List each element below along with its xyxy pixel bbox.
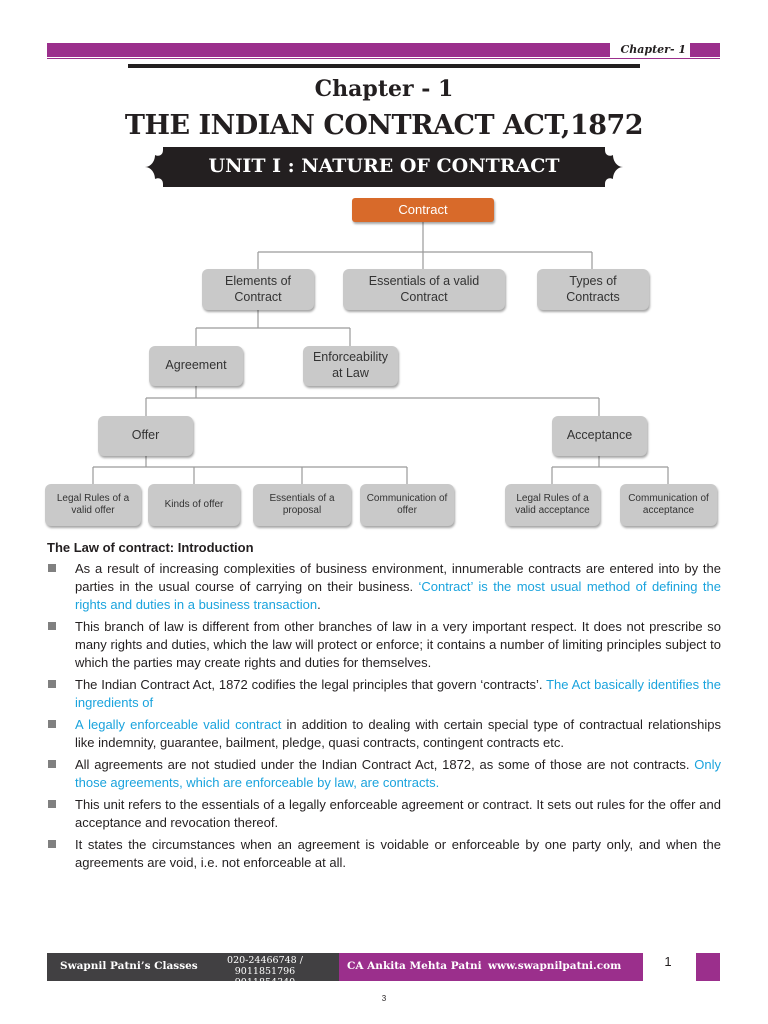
footer-phone: 020-24466748 / 9011851796 9011854340: [196, 955, 334, 988]
paragraph-text: This branch of law is different from oth…: [75, 619, 721, 670]
paragraph-text: All agreements are not studied under the…: [75, 757, 695, 772]
footer-bar: [47, 953, 339, 981]
highlighted-text: The Act basically identifies the ingredi…: [75, 677, 721, 710]
paragraph-text: This unit refers to the essentials of a …: [75, 797, 721, 830]
node-offer: Offer: [98, 416, 193, 456]
square-bullet-icon: [48, 800, 56, 808]
highlighted-text: A legally enforceable valid contract: [75, 717, 282, 732]
body-paragraph: The Indian Contract Act, 1872 codifies t…: [47, 676, 721, 712]
highlighted-text: Only those agreements, which are enforce…: [75, 757, 721, 790]
body-paragraph: A legally enforceable valid contract in …: [47, 716, 721, 752]
header-line: [47, 58, 720, 59]
sheet-number: 3: [381, 994, 387, 1003]
node-legal-rules-valid-offer: Legal Rules of a valid offer: [45, 484, 141, 526]
footer-brand: Swapnil Patni’s Classes: [60, 960, 198, 972]
footer-website: www.swapnilpatni.com: [488, 960, 622, 972]
node-legal-rules-valid-acceptance: Legal Rules of a valid acceptance: [505, 484, 600, 526]
square-bullet-icon: [48, 760, 56, 768]
paragraph-text: .: [317, 597, 321, 612]
title-rule: [128, 64, 640, 68]
footer-phone-line1: 020-24466748 / 9011851796: [227, 955, 303, 977]
node-agreement: Agreement: [149, 346, 243, 386]
node-kinds-of-offer: Kinds of offer: [148, 484, 240, 526]
contract-tree-chart: Contract Elements of Contract Essentials…: [45, 198, 717, 526]
footer-accent-bar: [339, 953, 643, 981]
footer-phone-line2: 9011854340: [234, 977, 296, 988]
paragraph-text: The Indian Contract Act, 1872 codifies t…: [75, 677, 547, 692]
header-square: [690, 43, 720, 57]
node-elements-of-contract: Elements of Contract: [202, 269, 314, 310]
body-paragraph: As a result of increasing complexities o…: [47, 560, 721, 614]
body-paragraphs: As a result of increasing complexities o…: [47, 560, 721, 876]
footer-square: [696, 953, 720, 981]
section-heading: The Law of contract: Introduction: [47, 540, 254, 555]
chapter-tag: Chapter- 1: [620, 43, 687, 56]
chapter-title: Chapter - 1: [314, 76, 454, 102]
unit-banner: [145, 147, 623, 187]
node-communication-of-offer: Communication of offer: [360, 484, 454, 526]
body-paragraph: This unit refers to the essentials of a …: [47, 796, 721, 832]
body-paragraph: All agreements are not studied under the…: [47, 756, 721, 792]
tree-connectors: [92, 222, 669, 484]
node-enforceability-at-law: Enforceability at Law: [303, 346, 398, 386]
body-paragraph: This branch of law is different from oth…: [47, 618, 721, 672]
body-paragraph: It states the circumstances when an agre…: [47, 836, 721, 872]
square-bullet-icon: [48, 720, 56, 728]
square-bullet-icon: [48, 840, 56, 848]
footer-author: CA Ankita Mehta Patni: [347, 960, 482, 972]
node-types-of-contracts: Types of Contracts: [537, 269, 649, 310]
square-bullet-icon: [48, 622, 56, 630]
square-bullet-icon: [48, 680, 56, 688]
unit-title: UNIT I : NATURE OF CONTRACT: [208, 155, 560, 177]
node-essentials-of-proposal: Essentials of a proposal: [253, 484, 351, 526]
node-communication-of-acceptance: Communication of acceptance: [620, 484, 717, 526]
node-acceptance: Acceptance: [552, 416, 647, 456]
paragraph-text: It states the circumstances when an agre…: [75, 837, 721, 870]
node-essentials-of-valid-contract: Essentials of a valid Contract: [343, 269, 505, 310]
paragraph-text: As a result of increasing complexities o…: [75, 561, 721, 594]
square-bullet-icon: [48, 564, 56, 572]
act-title: THE INDIAN CONTRACT ACT,1872: [124, 110, 644, 141]
highlighted-text: ‘Contract’ is the most usual method of d…: [75, 579, 722, 612]
page-number: 1: [664, 954, 672, 969]
paragraph-text: in addition to dealing with certain spec…: [75, 717, 721, 750]
node-contract: Contract: [352, 198, 494, 222]
header-bar: [47, 43, 610, 57]
